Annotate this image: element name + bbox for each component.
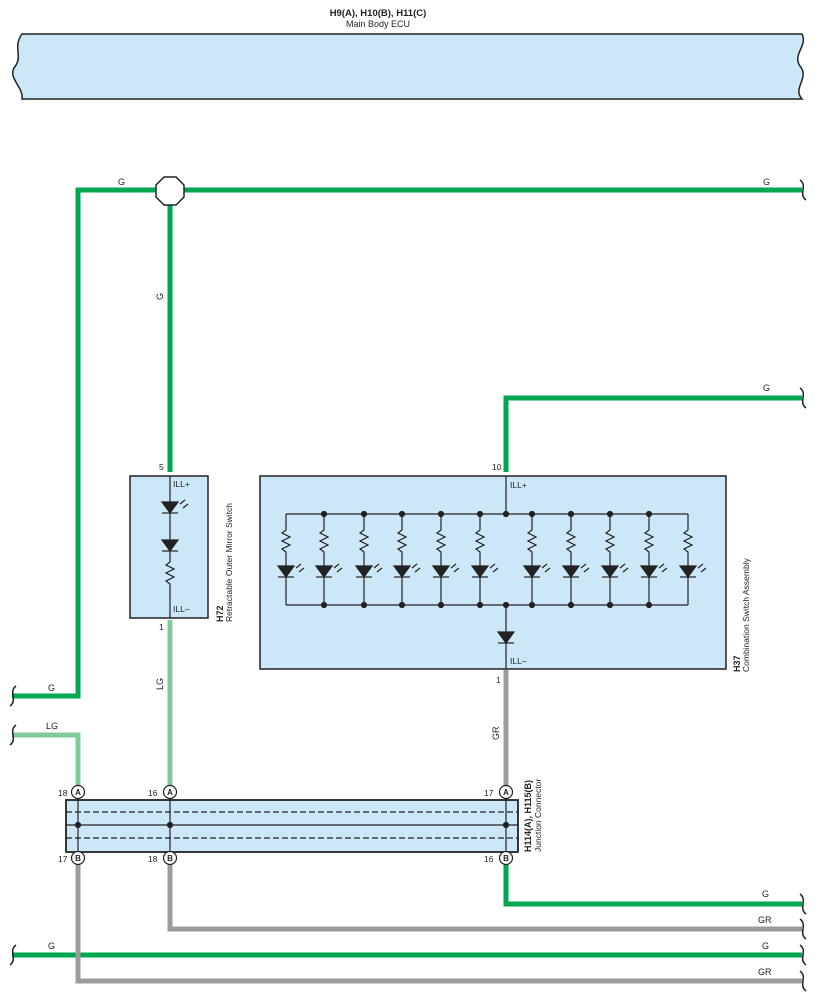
pin-label: 1 (159, 622, 164, 632)
led-branch (392, 510, 421, 609)
mirror-switch-circuit (160, 476, 189, 618)
wire-label: G (762, 941, 769, 951)
led-branch (639, 510, 668, 609)
ill-minus-label: ILL– (173, 604, 190, 614)
pin-label: 10 (492, 462, 502, 472)
connector-letter: A (75, 788, 81, 797)
pin-label: 16 (148, 788, 158, 798)
led-branch (470, 510, 499, 609)
led-branch (276, 514, 305, 605)
wire-label: G (48, 941, 55, 951)
led-branch (431, 510, 460, 609)
wire-label: LG (155, 678, 165, 690)
connector-letter: A (167, 788, 173, 797)
led-branch (354, 510, 383, 609)
wire-label: GR (758, 915, 772, 925)
led-branch (600, 510, 629, 609)
combination-switch-circuit (276, 476, 707, 669)
ill-minus-label: ILL– (510, 656, 527, 666)
connector-letter: A (503, 788, 509, 797)
connector-letter: B (75, 854, 81, 863)
light-green-wires (12, 620, 173, 786)
combination-switch-code: H37 (732, 655, 742, 672)
led-branch (314, 510, 343, 609)
mirror-switch-code: H72 (215, 605, 225, 622)
pin-label: 17 (484, 788, 494, 798)
pin-label: 16 (484, 854, 494, 864)
ill-plus-label: ILL+ (510, 480, 527, 490)
pin-label: 17 (58, 854, 68, 864)
junction-connector-box (65, 799, 519, 853)
combination-switch-box (259, 475, 727, 670)
ill-plus-label: ILL+ (173, 479, 190, 489)
led-branch (522, 510, 551, 609)
mirror-switch-name: Retractable Outer Mirror Switch (224, 503, 234, 622)
wire-ends (9, 179, 807, 992)
led-branch (561, 510, 590, 609)
junction-internal (66, 800, 518, 852)
ecu-connectors: H9(A), H10(B), H11(C) (330, 8, 427, 19)
pin-label: 18 (58, 788, 68, 798)
connector-letter: B (503, 854, 509, 863)
led-branch (678, 514, 707, 605)
wire-label: G (155, 293, 165, 300)
junction-name: Junction Connector (533, 779, 543, 852)
gray-wires (75, 670, 802, 984)
pin-label: 5 (159, 462, 164, 472)
wire-label: G (118, 177, 125, 187)
junction-pins (70, 784, 514, 866)
junction-code: H114(A), H115(B) (523, 780, 533, 852)
wire-label: G (763, 383, 770, 393)
combination-switch-name: Combination Switch Assembly (741, 557, 751, 672)
pin-label: 18 (148, 854, 158, 864)
pin-label: 1 (496, 675, 501, 685)
green-wires (12, 187, 802, 958)
wire-label: G (48, 683, 55, 693)
ecu-block (11, 33, 805, 100)
splice-octagon (155, 176, 185, 206)
wire-label: LG (46, 721, 58, 731)
connector-letter: B (167, 854, 173, 863)
wire-label: GR (758, 967, 772, 977)
wire-label: G (763, 177, 770, 187)
wire-label: GR (491, 726, 501, 740)
wire-label: G (762, 889, 769, 899)
ecu-name: Main Body ECU (346, 19, 410, 29)
